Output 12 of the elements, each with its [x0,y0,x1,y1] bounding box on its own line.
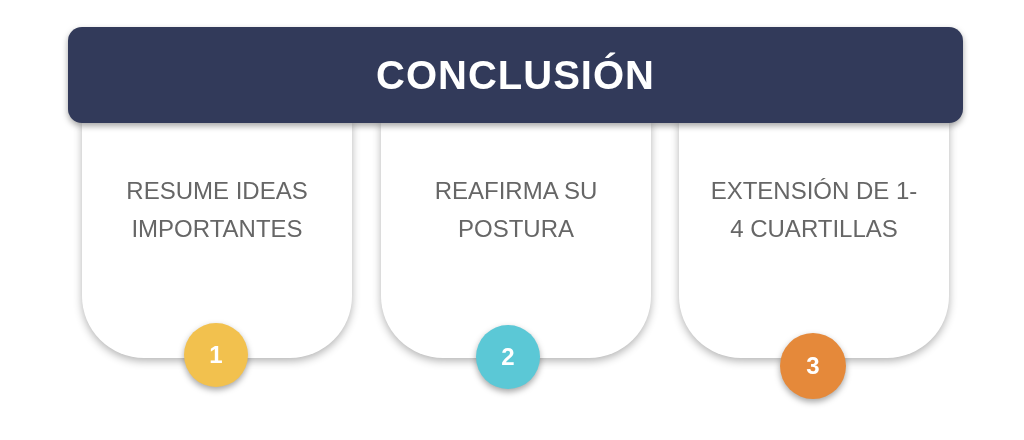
number-label: 3 [806,352,820,380]
title-text: CONCLUSIÓN [376,52,655,98]
info-card [679,120,949,358]
number-badge [184,323,248,387]
card-text: REAFIRMA SU POSTURA [433,176,599,244]
number-badge [780,333,846,399]
number-badge [476,325,540,389]
card-text: EXTENSIÓN DE 1-4 CUARTILLAS [709,176,919,244]
number-label: 2 [501,343,515,371]
card-text: RESUME IDEAS IMPORTANTES [125,176,309,244]
title-banner [68,27,963,123]
number-label: 1 [209,341,223,369]
